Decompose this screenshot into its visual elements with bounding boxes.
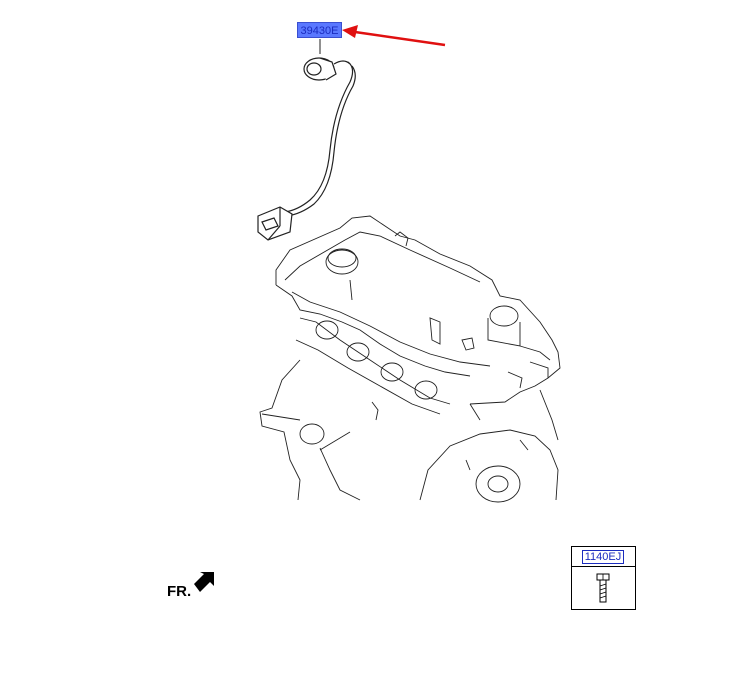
bolt-icon xyxy=(596,573,610,603)
knock-sensor xyxy=(303,57,351,81)
bolt-part-callout[interactable]: 1140EJ xyxy=(582,550,624,564)
engine-block xyxy=(259,215,561,503)
red-pointer-arrow-icon xyxy=(342,25,446,47)
front-direction-arrow-icon xyxy=(194,572,214,592)
wire-connector xyxy=(257,206,293,241)
sensor-part-callout[interactable]: 39430E xyxy=(297,22,342,38)
front-direction-label: FR. xyxy=(167,583,192,600)
bolt-part-header: 1140EJ xyxy=(572,547,635,567)
sensor-wire xyxy=(284,61,356,217)
bolt-part-box: 1140EJ xyxy=(571,546,636,610)
